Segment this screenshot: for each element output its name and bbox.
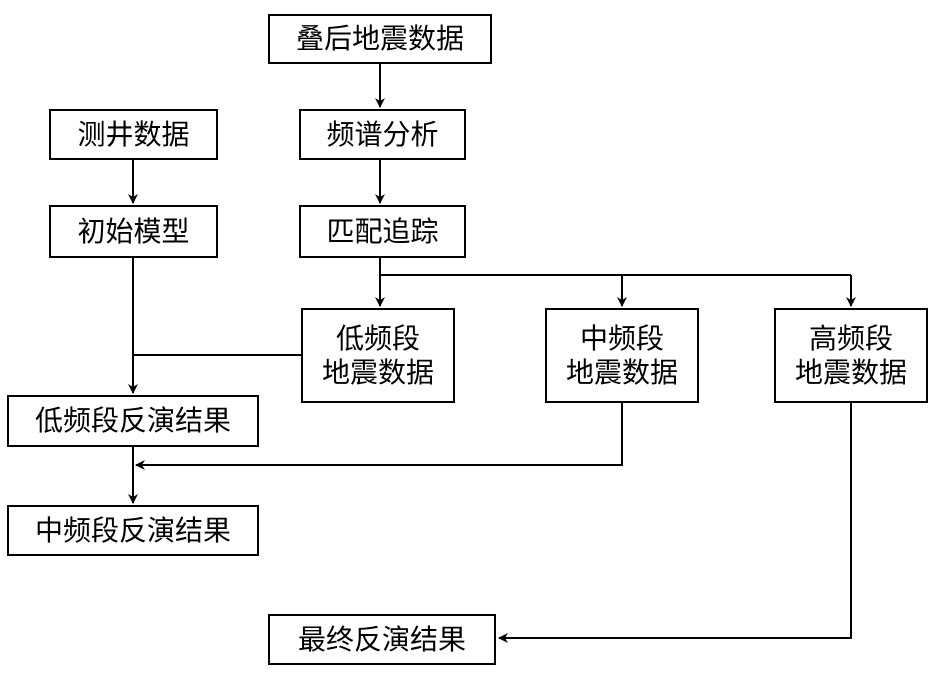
matching-pursuit-label: 匹配追踪 <box>326 214 439 248</box>
spectrum-analysis-box: 频谱分析 <box>299 109 466 160</box>
stack-seismic-data-box: 叠后地震数据 <box>268 14 492 64</box>
final-result-box: 最终反演结果 <box>268 614 496 665</box>
high-freq-line2: 地震数据 <box>794 355 907 389</box>
matching-pursuit-box: 匹配追踪 <box>299 205 466 258</box>
mid-freq-line2: 地震数据 <box>565 355 678 389</box>
mid-freq-seismic-box: 中频段 地震数据 <box>545 308 699 403</box>
low-freq-line2: 地震数据 <box>321 355 434 389</box>
initial-model-box: 初始模型 <box>49 205 218 258</box>
mid-freq-result-box: 中频段反演结果 <box>7 505 259 556</box>
stack-seismic-data-label: 叠后地震数据 <box>295 22 464 55</box>
final-result-label: 最终反演结果 <box>297 622 466 656</box>
well-log-data-label: 测井数据 <box>77 117 190 151</box>
mid-freq-line1: 中频段 <box>579 321 664 355</box>
mid-freq-result-label: 中频段反演结果 <box>34 513 231 547</box>
arrow-high-to-final <box>498 403 852 643</box>
high-freq-seismic-box: 高频段 地震数据 <box>774 308 928 403</box>
low-freq-result-box: 低频段反演结果 <box>7 395 259 447</box>
well-log-data-box: 测井数据 <box>49 109 218 160</box>
low-freq-seismic-box: 低频段 地震数据 <box>301 308 455 403</box>
arrow-mid-freq-join <box>135 403 623 470</box>
high-freq-line1: 高频段 <box>808 321 893 355</box>
low-freq-line1: 低频段 <box>335 321 420 355</box>
initial-model-label: 初始模型 <box>77 214 190 248</box>
spectrum-analysis-label: 频谱分析 <box>326 117 439 151</box>
low-freq-result-label: 低频段反演结果 <box>34 404 231 437</box>
